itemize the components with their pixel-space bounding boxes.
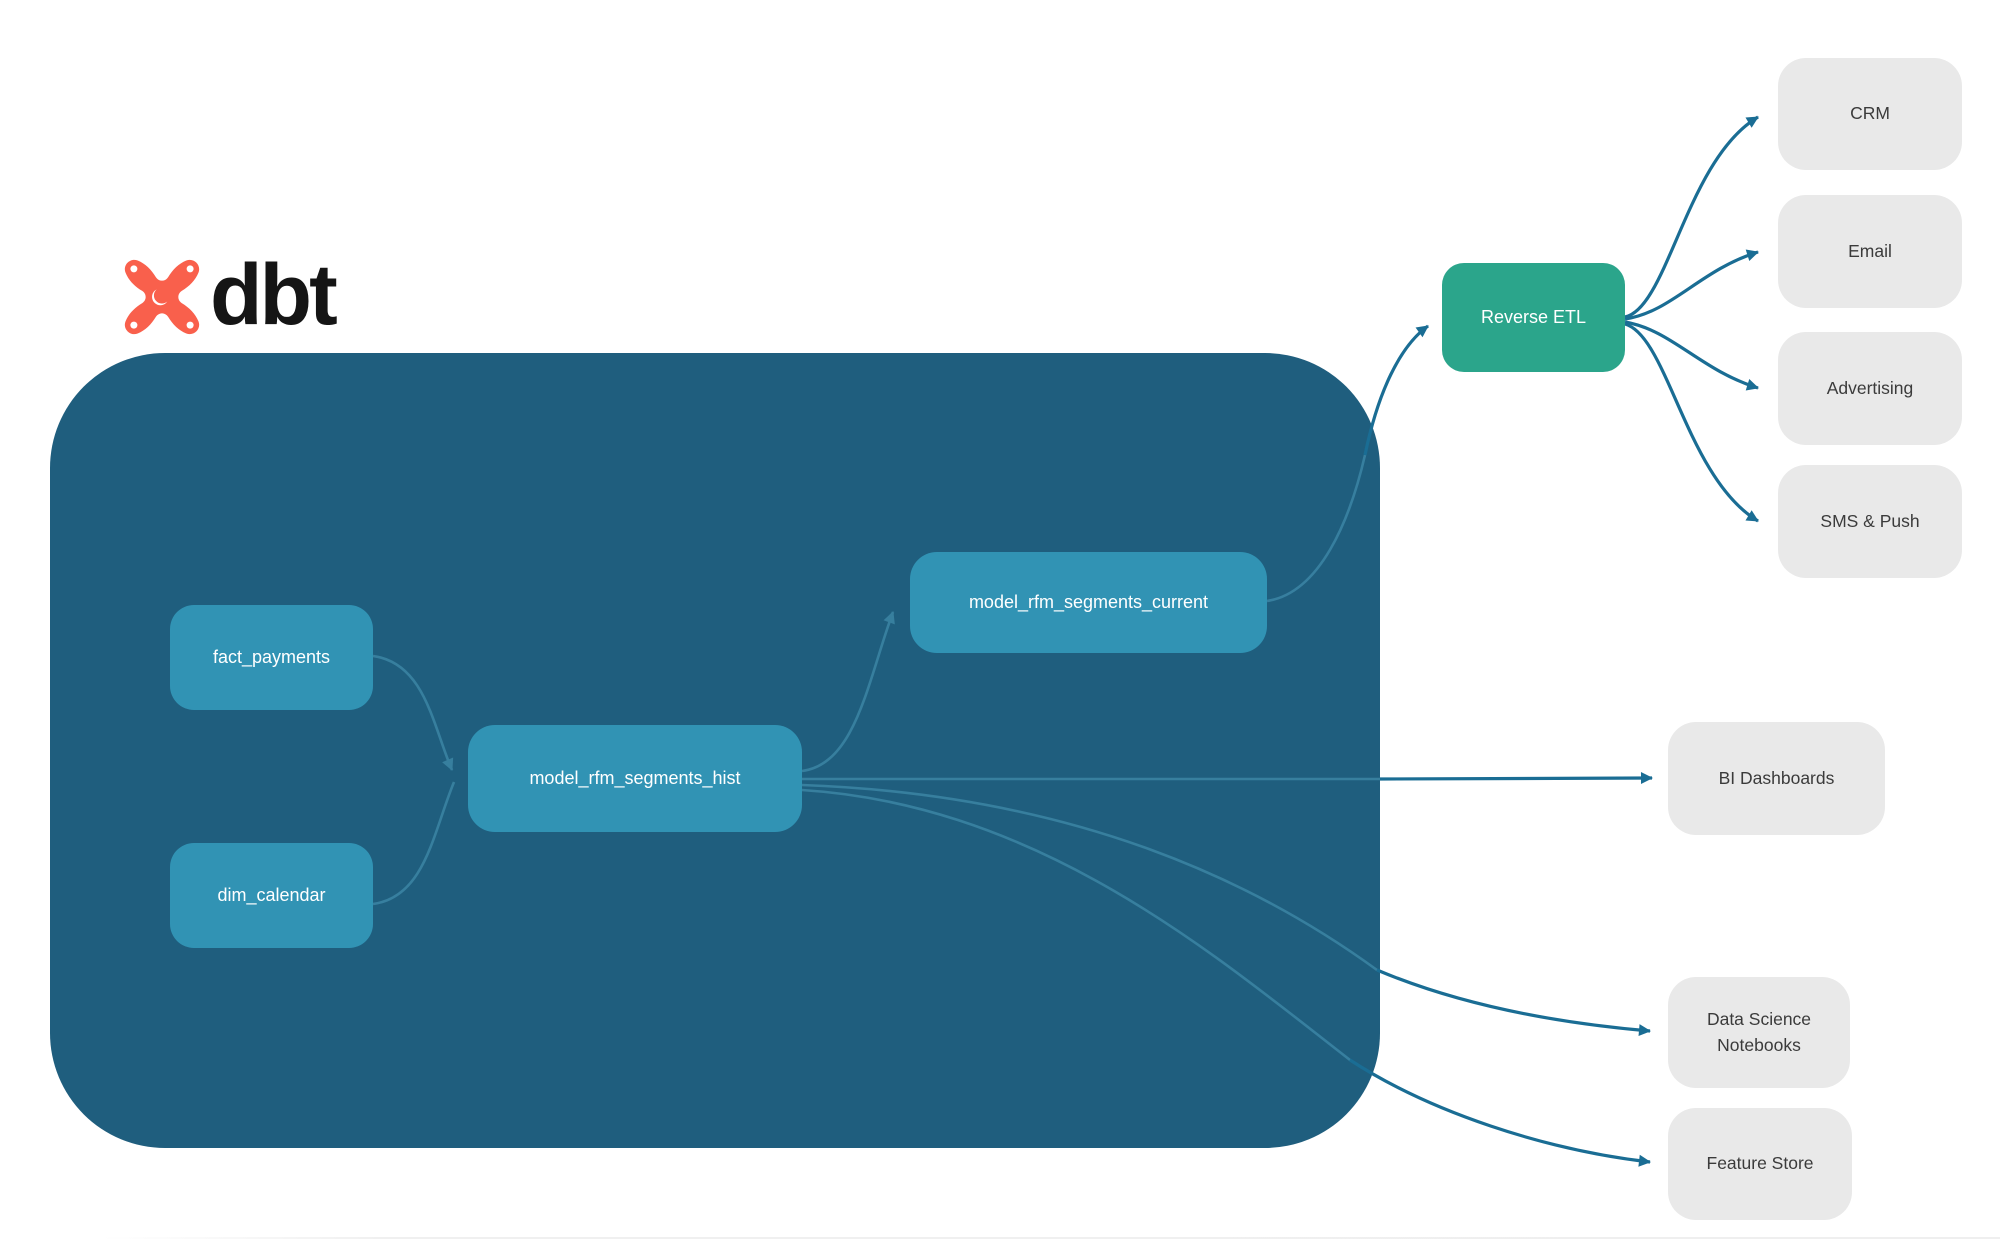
node-model-rfm-segments-current-label: model_rfm_segments_current	[968, 592, 1209, 612]
edge-reverse_etl-email	[1624, 249, 1759, 321]
node-data-science-notebooks: Data Science Notebooks	[1668, 977, 1850, 1088]
node-bi-dashboards: BI Dashboards	[1668, 722, 1885, 835]
dbt-logo-text: dbt	[210, 247, 338, 343]
dbt-logo: dbt	[124, 247, 338, 343]
node-feature-store-label: Feature Store	[1706, 1153, 1814, 1174]
node-reverse-etl-label: Reverse ETL	[1480, 307, 1587, 327]
dbt-logo-icon	[124, 259, 200, 335]
edge-model_rfm_segments_hist-bi_dashboards	[1379, 772, 1653, 785]
node-feature-store: Feature Store	[1668, 1108, 1852, 1220]
node-model-rfm-segments-current: model_rfm_segments_current	[910, 552, 1267, 653]
node-dim-calendar: dim_calendar	[170, 843, 373, 948]
node-fact-payments: fact_payments	[170, 605, 373, 710]
edge-reverse_etl-advertising	[1624, 320, 1759, 391]
node-reverse-etl: Reverse ETL	[1442, 263, 1625, 372]
node-sms-push: SMS & Push	[1778, 465, 1962, 578]
page-bottom-divider	[100, 1237, 2000, 1239]
node-email-label: Email	[1848, 240, 1892, 261]
node-data-science-notebooks-label: Data Science Notebooks	[1706, 1009, 1812, 1055]
edge-model_rfm_segments_hist-feature_store	[1349, 1058, 1651, 1167]
node-advertising: Advertising	[1778, 332, 1962, 445]
node-fact-payments-label: fact_payments	[212, 647, 331, 667]
node-crm: CRM	[1778, 58, 1962, 170]
node-bi-dashboards-label: BI Dashboards	[1718, 767, 1835, 788]
node-email: Email	[1778, 195, 1962, 308]
edge-model_rfm_segments_hist-data_science_notebooks	[1376, 968, 1651, 1037]
edge-reverse_etl-crm	[1624, 115, 1759, 319]
node-dim-calendar-label: dim_calendar	[217, 885, 326, 905]
node-model-rfm-segments-hist-label: model_rfm_segments_hist	[529, 768, 741, 788]
node-model-rfm-segments-hist: model_rfm_segments_hist	[468, 725, 802, 832]
node-advertising-label: Advertising	[1826, 377, 1914, 398]
edge-reverse_etl-sms_push	[1624, 322, 1759, 523]
node-sms-push-label: SMS & Push	[1820, 510, 1920, 531]
node-crm-label: CRM	[1850, 103, 1890, 124]
